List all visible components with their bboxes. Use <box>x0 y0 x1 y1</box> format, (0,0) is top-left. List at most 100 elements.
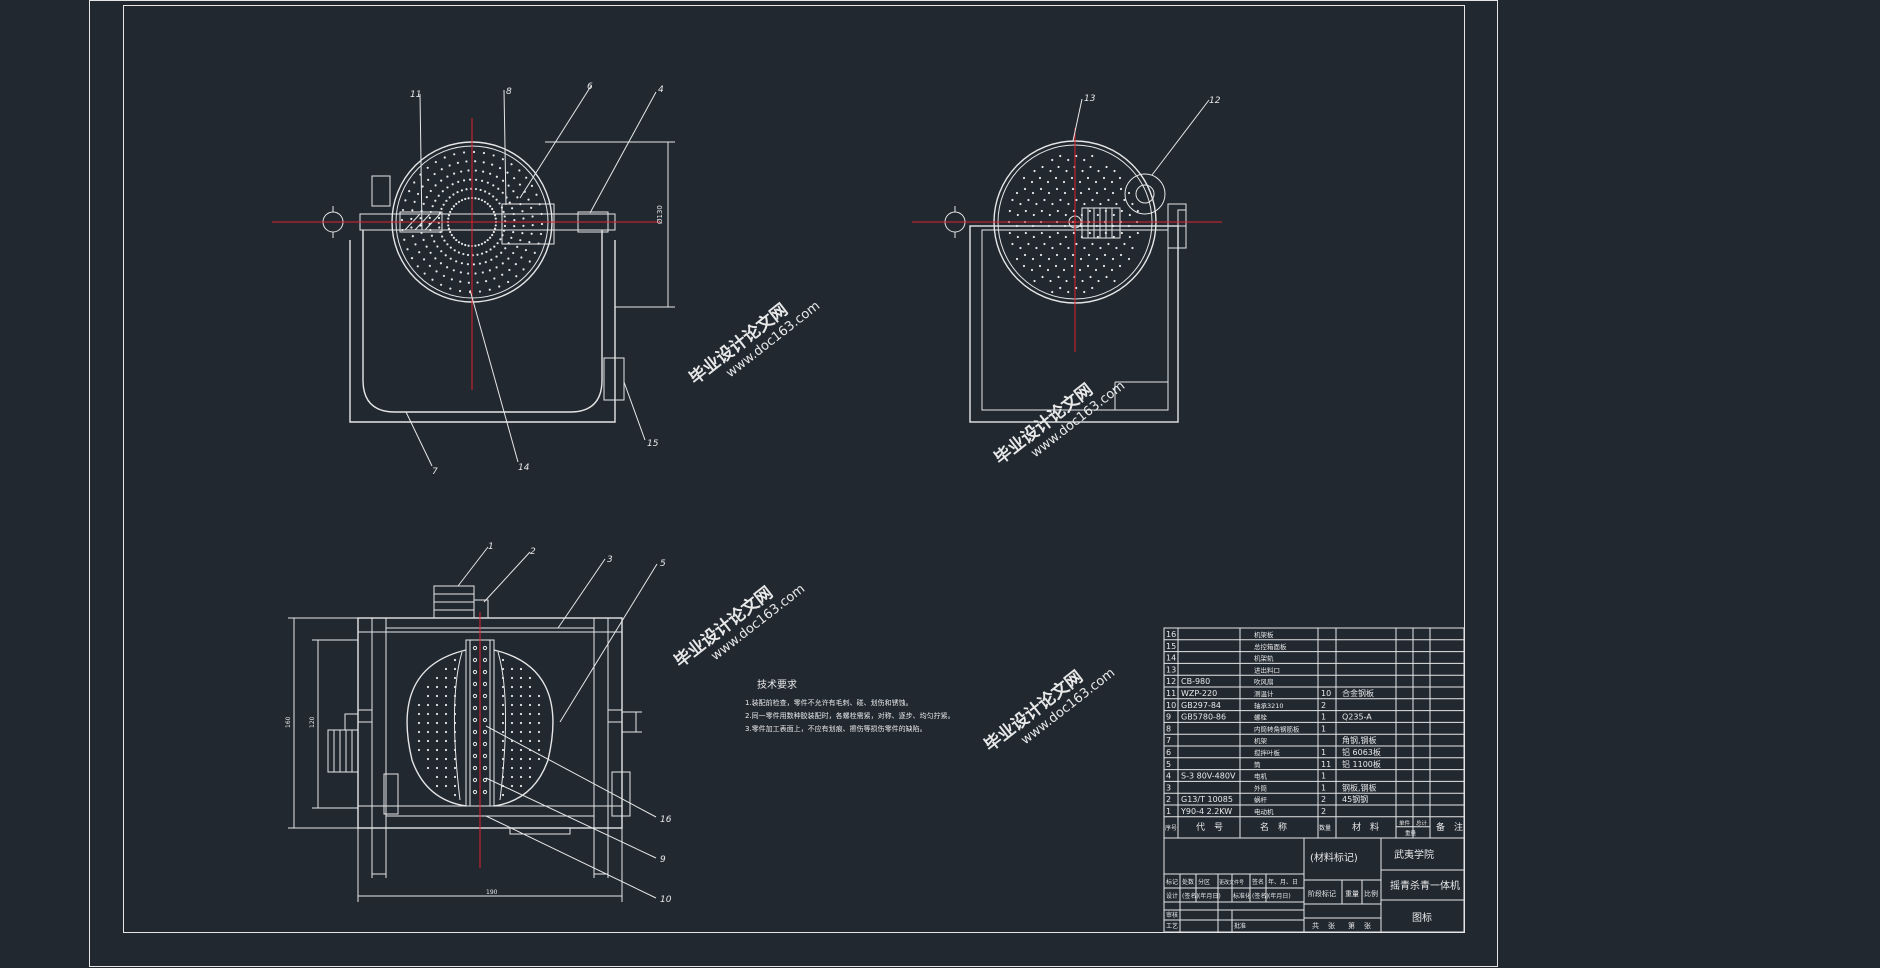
sheet-label: 第 <box>1348 921 1355 930</box>
bom-qty: 1 <box>1321 724 1326 733</box>
hole <box>1136 209 1139 213</box>
hole <box>477 197 480 201</box>
hole <box>453 721 457 725</box>
tech-line-3: 3.零件加工表面上，不应有划痕、擦伤等损伤零件的缺陷。 <box>745 724 927 733</box>
hole <box>501 712 505 716</box>
hole <box>467 244 470 247</box>
hole <box>518 183 522 186</box>
hole <box>431 205 434 208</box>
hole <box>433 240 436 243</box>
hole <box>495 255 498 258</box>
hole <box>1081 169 1084 173</box>
hole <box>501 766 505 770</box>
hole <box>457 200 461 203</box>
hole <box>453 775 457 779</box>
tech-line-1: 1.装配前检查，零件不允许有毛刺、碰、划伤和锈蚀。 <box>745 698 913 707</box>
hole <box>501 658 505 662</box>
hole <box>486 202 489 205</box>
hole <box>1102 264 1106 268</box>
hole <box>1040 231 1043 235</box>
hole <box>444 254 447 257</box>
hole <box>533 251 536 255</box>
hole <box>1015 224 1019 228</box>
hole <box>467 272 470 275</box>
hole <box>513 177 516 180</box>
hole <box>1105 275 1108 279</box>
hole <box>435 685 439 689</box>
hole <box>486 181 489 184</box>
hole <box>519 721 523 725</box>
hole <box>431 278 434 281</box>
hole <box>1041 275 1044 279</box>
hole <box>1043 242 1046 246</box>
bom-name: 搅拌叶板 <box>1254 748 1281 757</box>
hole <box>1083 158 1086 162</box>
bom-name: 轴承3210 <box>1254 701 1284 710</box>
bom-name: 总控箱面板 <box>1254 642 1287 651</box>
hole <box>1032 235 1035 239</box>
hole <box>1030 268 1034 272</box>
bom-mat: 45钢钢 <box>1342 794 1368 804</box>
hole <box>1038 176 1042 180</box>
hole <box>474 197 477 200</box>
hole <box>489 205 492 208</box>
hole <box>1095 257 1099 261</box>
technical-requirements: 技术要求 1.装配前检查，零件不允许有毛刺、碰、划伤和锈蚀。 2.同一零件用数种… <box>745 678 955 733</box>
hole <box>1041 165 1044 169</box>
hole <box>1063 224 1067 228</box>
hole <box>1118 264 1122 268</box>
hole <box>510 748 514 752</box>
hole <box>483 190 487 193</box>
hole <box>501 158 505 161</box>
hole <box>537 703 541 707</box>
hole <box>422 258 426 261</box>
hole <box>484 260 487 264</box>
sig-label: 签名 <box>1252 878 1264 886</box>
hole <box>510 757 514 761</box>
hole <box>423 272 426 275</box>
hole <box>1087 253 1091 257</box>
hole <box>400 218 404 222</box>
hole <box>520 256 523 259</box>
hole <box>493 277 496 280</box>
hole <box>410 217 413 220</box>
hole <box>519 694 523 698</box>
hole <box>417 703 421 707</box>
bom-no: 13 <box>1166 665 1176 674</box>
hole <box>422 238 425 241</box>
hole <box>480 199 484 202</box>
hole <box>1057 275 1060 279</box>
hole <box>413 200 416 203</box>
hole <box>510 236 513 239</box>
bom-code: Y90-4 2.2KW <box>1180 807 1232 816</box>
school-name: 武夷学院 <box>1394 848 1434 861</box>
hole <box>1067 158 1070 162</box>
hole <box>501 667 505 671</box>
hole <box>401 208 405 212</box>
hole <box>444 766 448 770</box>
hole <box>1062 180 1066 184</box>
hole <box>490 258 493 261</box>
bom-name: 机架轨 <box>1254 654 1274 663</box>
hole <box>1023 253 1027 257</box>
hole <box>519 766 523 770</box>
drum-perforation <box>1007 154 1139 294</box>
hole <box>528 739 532 743</box>
hole <box>498 166 502 170</box>
hole <box>501 721 505 725</box>
hole <box>1008 231 1011 235</box>
hole <box>466 263 469 266</box>
hole <box>484 280 488 283</box>
bom-code: S-3 80V-480V <box>1181 772 1236 781</box>
hole <box>1110 268 1114 272</box>
stage-label: 重量 <box>1345 890 1359 898</box>
hole <box>492 195 495 198</box>
hole <box>450 278 453 281</box>
callout-6: 6 <box>587 82 593 92</box>
hole <box>1022 176 1026 180</box>
hole <box>443 239 446 242</box>
bom-mat: 合金钢板 <box>1342 688 1374 698</box>
sheet-label: 张 <box>1328 921 1335 930</box>
bom-qty: 1 <box>1321 748 1326 757</box>
